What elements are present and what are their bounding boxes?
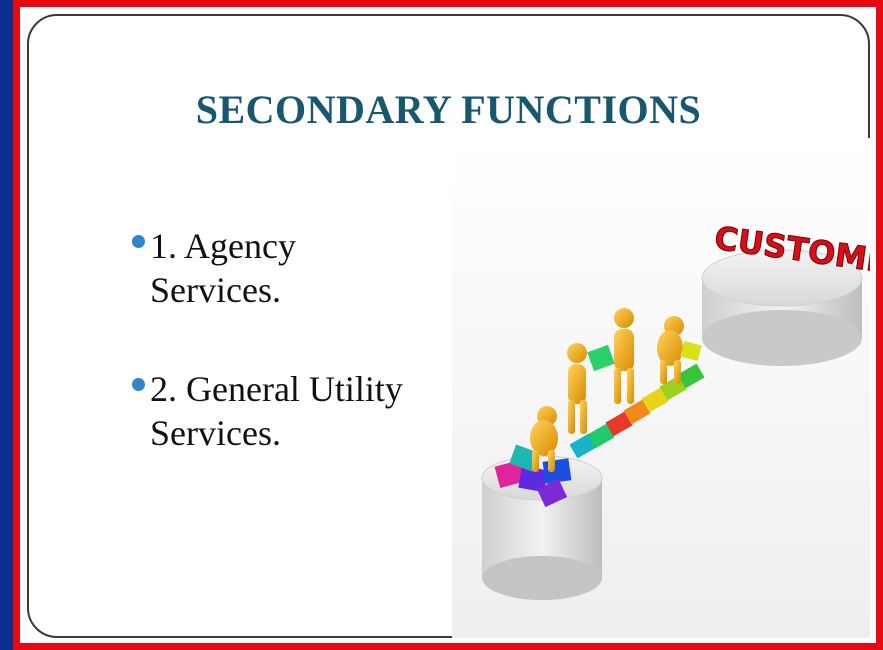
bullet-text: 1. Agency Services. (150, 226, 296, 310)
teamwork-puzzle-illustration: CUSTOMER (452, 138, 883, 638)
bullet-item-agency: 1. Agency Services. (132, 224, 462, 312)
bullet-dot-icon (132, 378, 145, 391)
slide-title: SECONDARY FUNCTIONS (195, 87, 702, 132)
bullet-text: 2. General Utility Services. (150, 369, 403, 453)
bullet-list: 1. Agency Services. 2. General Utility S… (132, 224, 462, 510)
bullet-item-utility: 2. General Utility Services. (132, 367, 462, 455)
slide-content: SECONDARY FUNCTIONS 1. Agency Services. … (27, 14, 883, 638)
bullet-dot-icon (132, 235, 145, 248)
teamwork-puzzle-bridge-icon: CUSTOMER (481, 218, 883, 600)
